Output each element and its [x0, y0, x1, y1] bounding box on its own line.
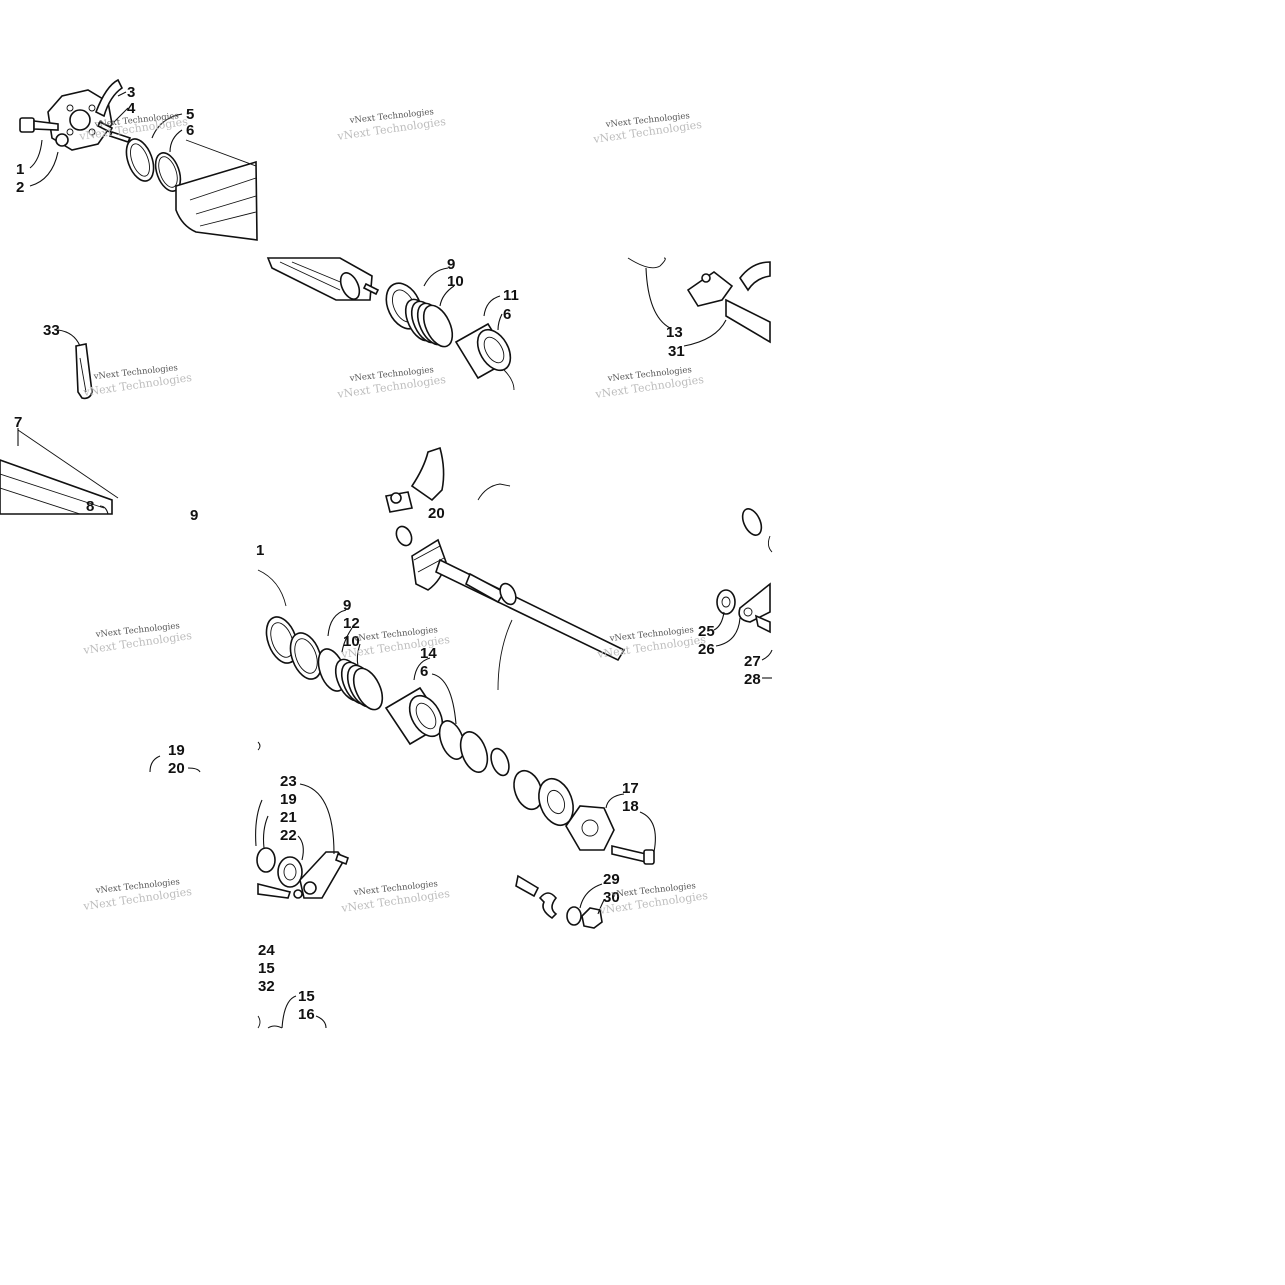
callout-20: 20 [168, 760, 185, 777]
snap-ring [154, 152, 182, 192]
callout-6: 6 [503, 306, 511, 323]
callout-18: 18 [622, 798, 639, 815]
tile-r1c3: vNext Technologies vNext Technologies [592, 111, 703, 146]
callout-15: 15 [298, 988, 315, 1005]
bolt-head [19, 117, 35, 133]
callout-11: 11 [503, 287, 519, 304]
callout-26: 26 [698, 641, 715, 658]
shift-lever [75, 343, 93, 400]
washer [513, 769, 543, 811]
callout-2: 2 [16, 179, 24, 196]
nut [581, 907, 603, 929]
screw [257, 882, 292, 899]
gear-edge [741, 508, 763, 536]
spring [404, 298, 454, 348]
tile-r1c2: vNext Technologies vNext Technologies [336, 107, 447, 143]
callout-6: 6 [420, 663, 428, 680]
callout-13: 13 [666, 324, 683, 341]
main-shaft [435, 558, 626, 662]
callout-8: 8 [86, 498, 94, 515]
callout-30: 30 [603, 889, 620, 906]
callout-1: 1 [16, 161, 24, 178]
callout-14: 14 [420, 645, 437, 662]
callout-19: 19 [168, 742, 185, 759]
bolt-shank [33, 120, 59, 131]
callout-33: 33 [43, 322, 60, 339]
torsion-spring [538, 892, 558, 920]
bolt [611, 844, 647, 864]
tile-r4c2: 23 19 21 22 vNext Technologies vNext Tec… [255, 741, 451, 915]
callout-20: 20 [428, 505, 445, 522]
callout-24: 24 [258, 942, 275, 959]
callout-10: 10 [447, 273, 464, 290]
callout-6: 6 [186, 122, 194, 139]
callout-29: 29 [603, 871, 620, 888]
tile-r3c1: 7 8 9 vNext Technologies vNext Technolog… [0, 414, 198, 657]
callout-21: 21 [280, 809, 297, 826]
shift-fork [410, 446, 445, 502]
tile-r4c3: 17 18 29 30 vNext Technologies vNext Tec… [513, 769, 709, 929]
spring [334, 658, 384, 711]
callout-32: 32 [258, 978, 275, 995]
bearing [277, 856, 303, 888]
tile-r3c2: 20 1 9 12 10 14 6 vNext Technologies vNe… [256, 446, 626, 777]
callout-5: 5 [186, 106, 194, 123]
callout-31: 31 [668, 343, 685, 360]
callout-10: 10 [343, 633, 360, 650]
tile-r2c2: 9 10 11 6 vNext Technologies vNext Techn… [266, 256, 519, 401]
hose [94, 78, 124, 118]
shift-drum [175, 160, 258, 241]
callout-16: 16 [298, 1006, 315, 1023]
callout-9: 9 [447, 256, 455, 273]
callout-15: 15 [258, 960, 275, 977]
callout-22: 22 [280, 827, 297, 844]
gear [565, 805, 615, 851]
washer [256, 847, 276, 873]
o-ring [125, 138, 155, 182]
callout-23: 23 [280, 773, 297, 790]
link-plate [738, 582, 771, 623]
tile-r1c1: 1 2 3 4 5 6 vNext Technologies vNext Tec… [16, 78, 258, 241]
tile-r2c3: 13 31 vNext Technologies vNext Technolog… [594, 257, 771, 401]
callout-25: 25 [698, 623, 715, 640]
callout-1-partial: 1 [256, 542, 264, 559]
callout-7: 7 [14, 414, 22, 431]
callout-28: 28 [744, 671, 761, 688]
shift-drum-tail [0, 459, 113, 515]
tile-r5c2: 24 15 32 15 16 [257, 942, 327, 1029]
callout-19: 19 [280, 791, 297, 808]
washer [716, 589, 736, 615]
callout-27: 27 [744, 653, 761, 670]
callout-4: 4 [127, 100, 136, 117]
fork-rod [725, 298, 771, 344]
gear-segment [411, 538, 447, 591]
washer [566, 906, 582, 926]
callout-9: 9 [343, 597, 351, 614]
callout-9-partial: 9 [190, 507, 198, 524]
cover-boss [69, 109, 91, 131]
washer [538, 777, 574, 827]
callout-3: 3 [127, 84, 135, 101]
tile-r3c3: 25 26 27 28 vNext Technologies vNext Tec… [596, 508, 773, 688]
tile-r2c1: 33 vNext Technologies vNext Technologies [43, 322, 193, 400]
tile-r4c1: 19 20 vNext Technologies vNext Technolog… [82, 742, 201, 913]
callout-17: 17 [622, 780, 639, 797]
callout-12: 12 [343, 615, 360, 632]
